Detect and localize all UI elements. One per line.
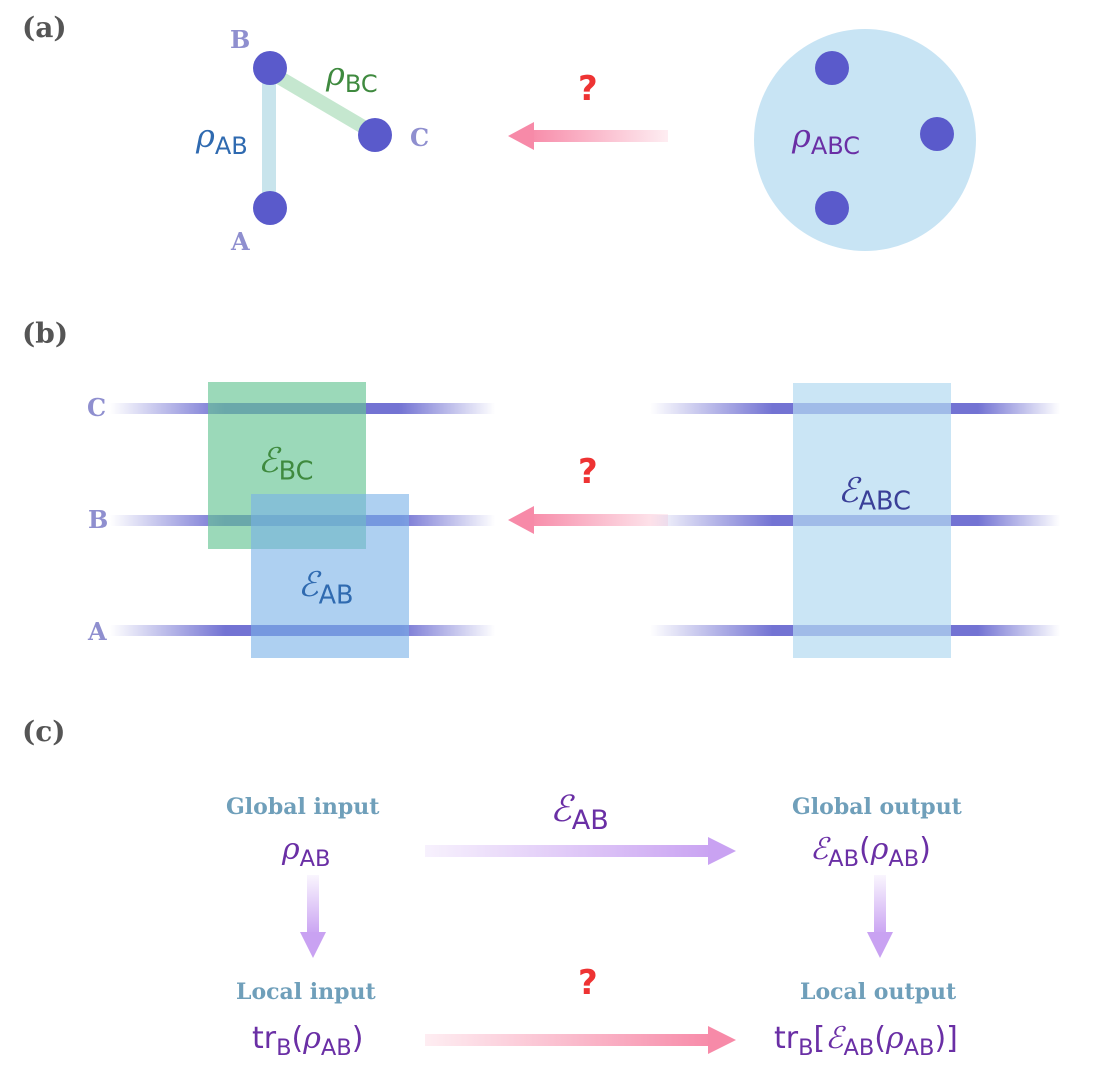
- wire-b-label: B: [88, 505, 109, 534]
- rho-abc-subscript: ABC: [810, 132, 861, 161]
- rho-symbol: ρ: [885, 1021, 904, 1056]
- local-output-formula: trB[ℰAB(ρAB)]: [774, 1021, 958, 1061]
- channel-symbol: ℰ: [810, 832, 829, 867]
- arrow-b-head: [508, 506, 534, 534]
- rho-symbol: ρ: [282, 832, 300, 867]
- channel-symbol: ℰ: [298, 565, 319, 605]
- channel-symbol: ℰ: [838, 471, 859, 511]
- rho-ab-subscript: AB: [214, 132, 248, 161]
- global-output-formula: ℰAB(ρAB): [810, 832, 931, 872]
- local-output-caption: Local output: [800, 979, 957, 1005]
- trace-subscript: B: [798, 1034, 814, 1061]
- rho-ab-subscript: AB: [299, 845, 331, 872]
- channel-ab-box: [251, 494, 409, 658]
- rho-symbol: ρ: [792, 117, 811, 155]
- channel-ab-subscript: AB: [571, 805, 609, 837]
- trace-subscript: B: [276, 1034, 292, 1061]
- arrow-local-shaft: [425, 1034, 715, 1046]
- arrow-global-shaft: [425, 845, 715, 857]
- channel-symbol: ℰ: [825, 1021, 844, 1056]
- channel-abc-subscript: ABC: [858, 486, 911, 517]
- panel-c-label: (c): [22, 715, 66, 748]
- node-b-label: B: [230, 25, 251, 54]
- channel-abc-label: ℰABC: [838, 474, 911, 515]
- rho-symbol: ρ: [326, 55, 345, 93]
- panel-a-label: (a): [22, 11, 67, 44]
- channel-ab-subscript: AB: [318, 580, 354, 611]
- arrow-trace-out-head: [867, 932, 893, 958]
- bond-ab: [262, 72, 276, 204]
- arrow-trace-in-shaft: [307, 875, 319, 935]
- channel-bc-subscript: BC: [278, 456, 314, 487]
- arrow-global-head: [708, 837, 736, 865]
- rho-ab-label: ρAB: [196, 120, 248, 158]
- question-mark-a: ?: [578, 69, 598, 109]
- node-a: [253, 191, 287, 225]
- channel-ab-subscript: AB: [828, 845, 859, 872]
- local-input-caption: Local input: [236, 979, 376, 1005]
- disk-node-bottom: [815, 191, 849, 225]
- arrow-local-head: [708, 1026, 736, 1054]
- channel-abc-box: [793, 383, 951, 658]
- bond-bc: [266, 65, 376, 139]
- node-b: [253, 51, 287, 85]
- question-mark-b: ?: [578, 452, 598, 492]
- trace-symbol: tr: [774, 1021, 799, 1056]
- local-input-formula: trB(ρAB): [252, 1021, 364, 1061]
- trace-symbol: tr: [252, 1021, 277, 1056]
- disk-node-right: [920, 117, 954, 151]
- wire-a-label: A: [88, 617, 107, 646]
- channel-ab-subscript: AB: [843, 1034, 875, 1061]
- rho-ab-subscript: AB: [320, 1034, 352, 1061]
- node-c-label: C: [410, 123, 430, 152]
- disk-node-top: [815, 51, 849, 85]
- global-channel-label: ℰAB: [550, 789, 609, 837]
- arrow-b-shaft: [528, 514, 668, 526]
- channel-ab-label: ℰAB: [298, 568, 354, 609]
- channel-symbol: ℰ: [258, 441, 279, 481]
- rho-ab-subscript: AB: [903, 1034, 935, 1061]
- global-output-caption: Global output: [792, 794, 962, 820]
- rho-ab-subscript: AB: [888, 845, 920, 872]
- rho-bc-subscript: BC: [344, 70, 378, 99]
- node-c: [358, 118, 392, 152]
- question-mark-c: ?: [578, 963, 598, 1003]
- rho-symbol: ρ: [870, 832, 889, 867]
- arrow-trace-out-shaft: [874, 875, 886, 935]
- global-input-caption: Global input: [226, 794, 380, 820]
- wire-c-label: C: [87, 393, 107, 422]
- arrow-a-shaft: [528, 130, 668, 142]
- arrow-a-head: [508, 122, 534, 150]
- arrow-trace-in-head: [300, 932, 326, 958]
- channel-symbol: ℰ: [550, 789, 572, 830]
- rho-symbol: ρ: [303, 1021, 321, 1056]
- panel-b-label: (b): [22, 317, 69, 350]
- node-a-label: A: [231, 227, 250, 256]
- rho-bc-label: ρBC: [326, 58, 378, 96]
- channel-bc-label: ℰBC: [258, 444, 313, 485]
- global-input-formula: ρAB: [282, 832, 331, 872]
- global-state-disk: [754, 29, 976, 251]
- rho-abc-label: ρABC: [792, 120, 860, 158]
- rho-symbol: ρ: [196, 117, 215, 155]
